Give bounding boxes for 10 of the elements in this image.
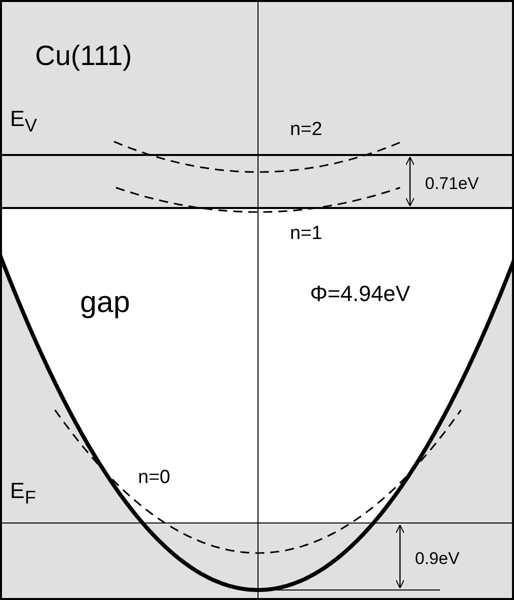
state-label: n=2 — [290, 120, 322, 139]
surface-label: Cu(111) — [35, 42, 132, 70]
work-function-label: Φ=4.94eV — [310, 283, 410, 305]
fermi-level-label: E$_{F}$ — [10, 480, 36, 507]
dimension-label: 0.71eV — [425, 175, 479, 192]
dimension-label: 0.9eV — [415, 550, 460, 567]
state-label: n=1 — [290, 224, 322, 243]
state-label: n=0 — [138, 468, 170, 487]
region-label: gap — [80, 288, 130, 318]
vacuum-level-label: E$_{V}$ — [10, 108, 37, 135]
